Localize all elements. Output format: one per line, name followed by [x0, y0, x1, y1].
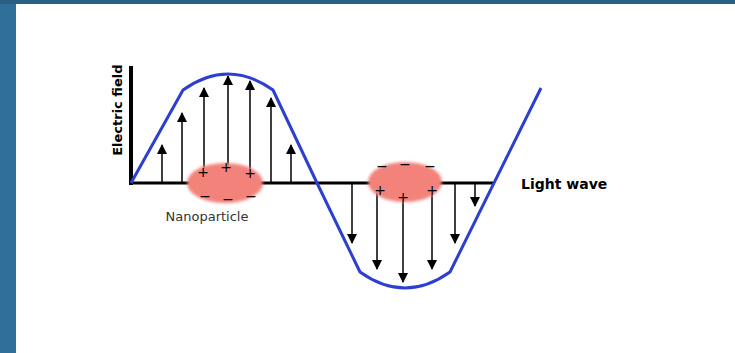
nanoparticle: +++−−− [187, 163, 263, 203]
charge-sign: − [376, 159, 388, 173]
charge-sign: − [245, 189, 257, 203]
frame-strip [0, 0, 735, 4]
sine-wave [131, 74, 541, 288]
axis [129, 66, 133, 185]
charge-sign: − [424, 159, 436, 173]
charge-sign: + [374, 183, 386, 197]
charge-sign: − [199, 189, 211, 203]
charge-sign: + [197, 165, 209, 179]
charge-sign: − [222, 192, 234, 206]
charge-sign: + [426, 183, 438, 197]
charge-sign: + [220, 160, 232, 174]
frame-strip [0, 0, 16, 353]
axis-label: Light wave [521, 177, 607, 192]
charge-sign: + [244, 166, 256, 180]
nanoparticle: −−−+++ [368, 162, 442, 202]
field-arrows [162, 76, 475, 282]
charge-sign: + [397, 190, 409, 204]
charge-sign: − [399, 157, 411, 171]
axis-label: Electric field [111, 64, 125, 155]
particle-label: Nanoparticle [166, 210, 249, 224]
